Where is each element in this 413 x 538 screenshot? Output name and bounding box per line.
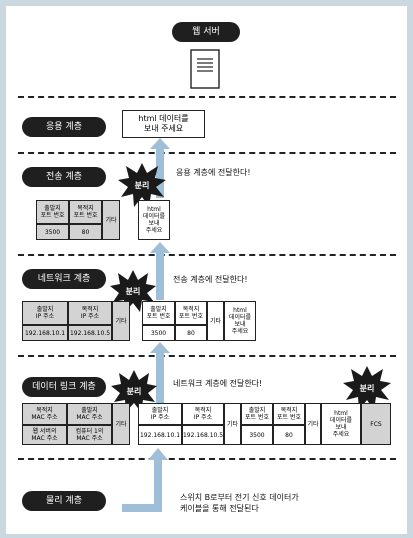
src-ip-value: 192.168.10.1 [138,425,182,445]
application-layer-label: 응용 계층 [22,117,106,137]
app-data-box: html 데이터를 보내 주세요 [122,110,205,138]
to-transport-note: 전송 계층에 전달한다! [173,275,248,284]
to-network-note: 네트워크 계층에 전달한다! [173,379,263,388]
network-etc: 기타 [224,403,241,445]
fcs-field: FCS [361,403,391,445]
transport-etc: 기타 [305,403,321,445]
dst-port-value: 80 [175,325,207,341]
dst-mac-value: 웹 서버의 MAC 주소 [22,425,67,445]
src-port-value: 3500 [241,425,273,445]
datalink-layer-label: 데이터 링크 계층 [22,377,106,397]
dst-ip-value: 192.168.10.5 [68,325,112,341]
src-port-label: 출발지 포트 번호 [142,301,175,325]
divider [18,152,396,154]
src-port-label: 출발지 포트 번호 [241,403,273,425]
network-etc: 기타 [112,301,130,341]
web-server-label: 웹 서버 [172,22,240,42]
dst-port-label: 목적지 포트 번호 [273,403,305,425]
dst-port-value: 80 [273,425,305,445]
src-port-label: 출발지 포트 번호 [36,200,69,224]
physical-note: 스위치 B로부터 전기 신호 데이터가 케이블을 통해 전달된다 [180,493,299,513]
separate-badge-text: 분리 [126,386,142,396]
separate-badge: 분리 [343,366,391,410]
src-port-value: 3500 [142,325,175,341]
up-arrow-icon [122,448,168,512]
server-icon [190,49,220,89]
separate-badge-text: 분리 [359,383,375,393]
up-arrow-icon [150,138,170,198]
transport-layer-label: 전송 계층 [22,167,106,187]
transport-data: html 데이터를 보내 주세요 [224,301,256,341]
src-mac-label: 출발지 MAC 주소 [67,403,112,425]
transport-data: html 데이터를 보내 주세요 [138,200,170,240]
transport-data: html 데이터를 보내 주세요 [321,403,361,445]
src-mac-value: 컴퓨터 1의 MAC 주소 [67,425,112,445]
divider [18,254,396,256]
dst-ip-label: 목적지 IP 주소 [182,403,224,425]
datalink-etc: 기타 [112,403,130,445]
separate-badge: 분리 [111,370,157,412]
up-arrow-icon [150,342,170,404]
dst-ip-label: 목적지 IP 주소 [68,301,112,325]
separate-badge: 분리 [118,163,166,207]
src-ip-value: 192.168.10.1 [22,325,68,341]
up-arrow-icon [150,242,170,300]
network-layer-label: 네트워크 계층 [22,269,106,289]
src-port-value: 3500 [36,224,69,240]
separate-badge-text: 분리 [134,180,150,190]
divider [18,96,396,98]
divider [18,355,396,357]
dst-ip-value: 192.168.10.5 [182,425,224,445]
separate-badge-text: 분리 [125,286,141,296]
dst-port-label: 목적지 포트 번호 [175,301,207,325]
src-ip-label: 출발지 IP 주소 [22,301,68,325]
transport-etc: 기타 [207,301,224,341]
dst-mac-label: 목적지 MAC 주소 [22,403,67,425]
dst-port-value: 80 [69,224,102,240]
divider [18,458,396,460]
src-ip-label: 출발지 IP 주소 [138,403,182,425]
to-application-note: 응용 계층에 전달한다! [176,168,251,177]
physical-layer-label: 물리 계층 [22,491,106,511]
dst-port-label: 목적지 포트 번호 [69,200,102,224]
separate-badge: 분리 [110,270,156,312]
transport-etc: 기타 [102,200,120,240]
